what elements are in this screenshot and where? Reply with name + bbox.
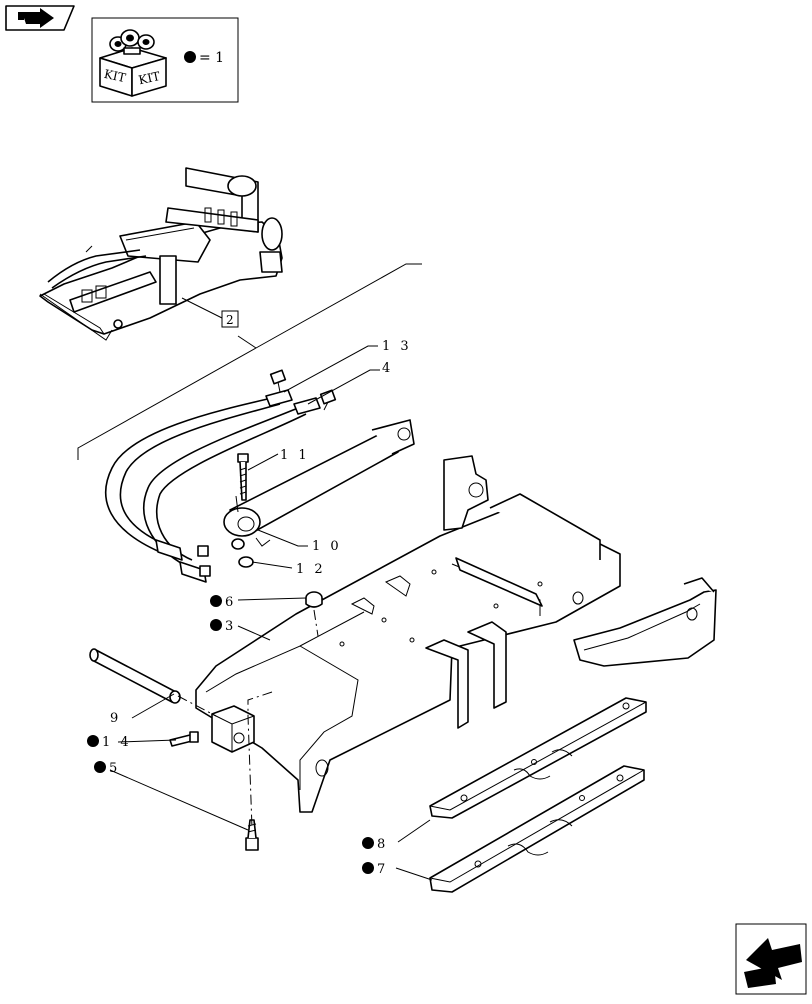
callout-4: 4 — [382, 361, 393, 376]
callout-5: 5 — [109, 761, 120, 776]
reference-box: 2 — [77, 263, 422, 460]
kit-box-label-right: KIT — [137, 69, 161, 87]
kit-dot-8 — [362, 837, 374, 849]
callout-6: 6 — [225, 595, 236, 610]
next-page-arrow-icon[interactable] — [735, 923, 807, 995]
kit-dot-14 — [87, 735, 99, 747]
bolt-11 — [237, 453, 249, 501]
callout-3: 3 — [225, 619, 236, 634]
kit-dot-7 — [362, 862, 374, 874]
kit-dot-6 — [210, 595, 222, 607]
kit-dot-5 — [94, 761, 106, 773]
callout-13: 1 3 — [382, 339, 412, 354]
block-14 — [169, 705, 255, 753]
leader-lines — [109, 345, 433, 881]
kit-dot-3 — [210, 619, 222, 631]
book-back-arrow-icon[interactable] — [5, 5, 75, 31]
reference-box-number: 2 — [226, 313, 234, 327]
pin-9 — [89, 648, 181, 704]
plate-7 — [429, 765, 645, 893]
nut-6 — [305, 591, 323, 608]
callout-12: 1 2 — [296, 562, 326, 577]
kit-box-label-left: KIT — [103, 67, 127, 85]
hydraulic-hoses — [104, 369, 337, 583]
kit-legend: KIT KIT = 1 — [91, 17, 239, 103]
callout-9: 9 — [110, 711, 121, 726]
callout-10: 1 0 — [312, 539, 342, 554]
callout-14: 1 4 — [102, 735, 132, 750]
kit-dot-icon — [184, 51, 196, 63]
kit-legend-text: = 1 — [199, 50, 224, 66]
hydraulic-cylinder — [223, 419, 415, 547]
overview-assembly — [39, 167, 283, 341]
kit-box-icon — [99, 29, 167, 97]
callout-8: 8 — [377, 837, 388, 852]
drawbar-arm — [573, 577, 717, 667]
plate-8 — [429, 697, 647, 819]
callout-7: 7 — [377, 862, 388, 877]
nut-12 — [231, 538, 254, 568]
callout-11: 1 1 — [280, 448, 310, 463]
drawbar-support — [195, 455, 621, 813]
